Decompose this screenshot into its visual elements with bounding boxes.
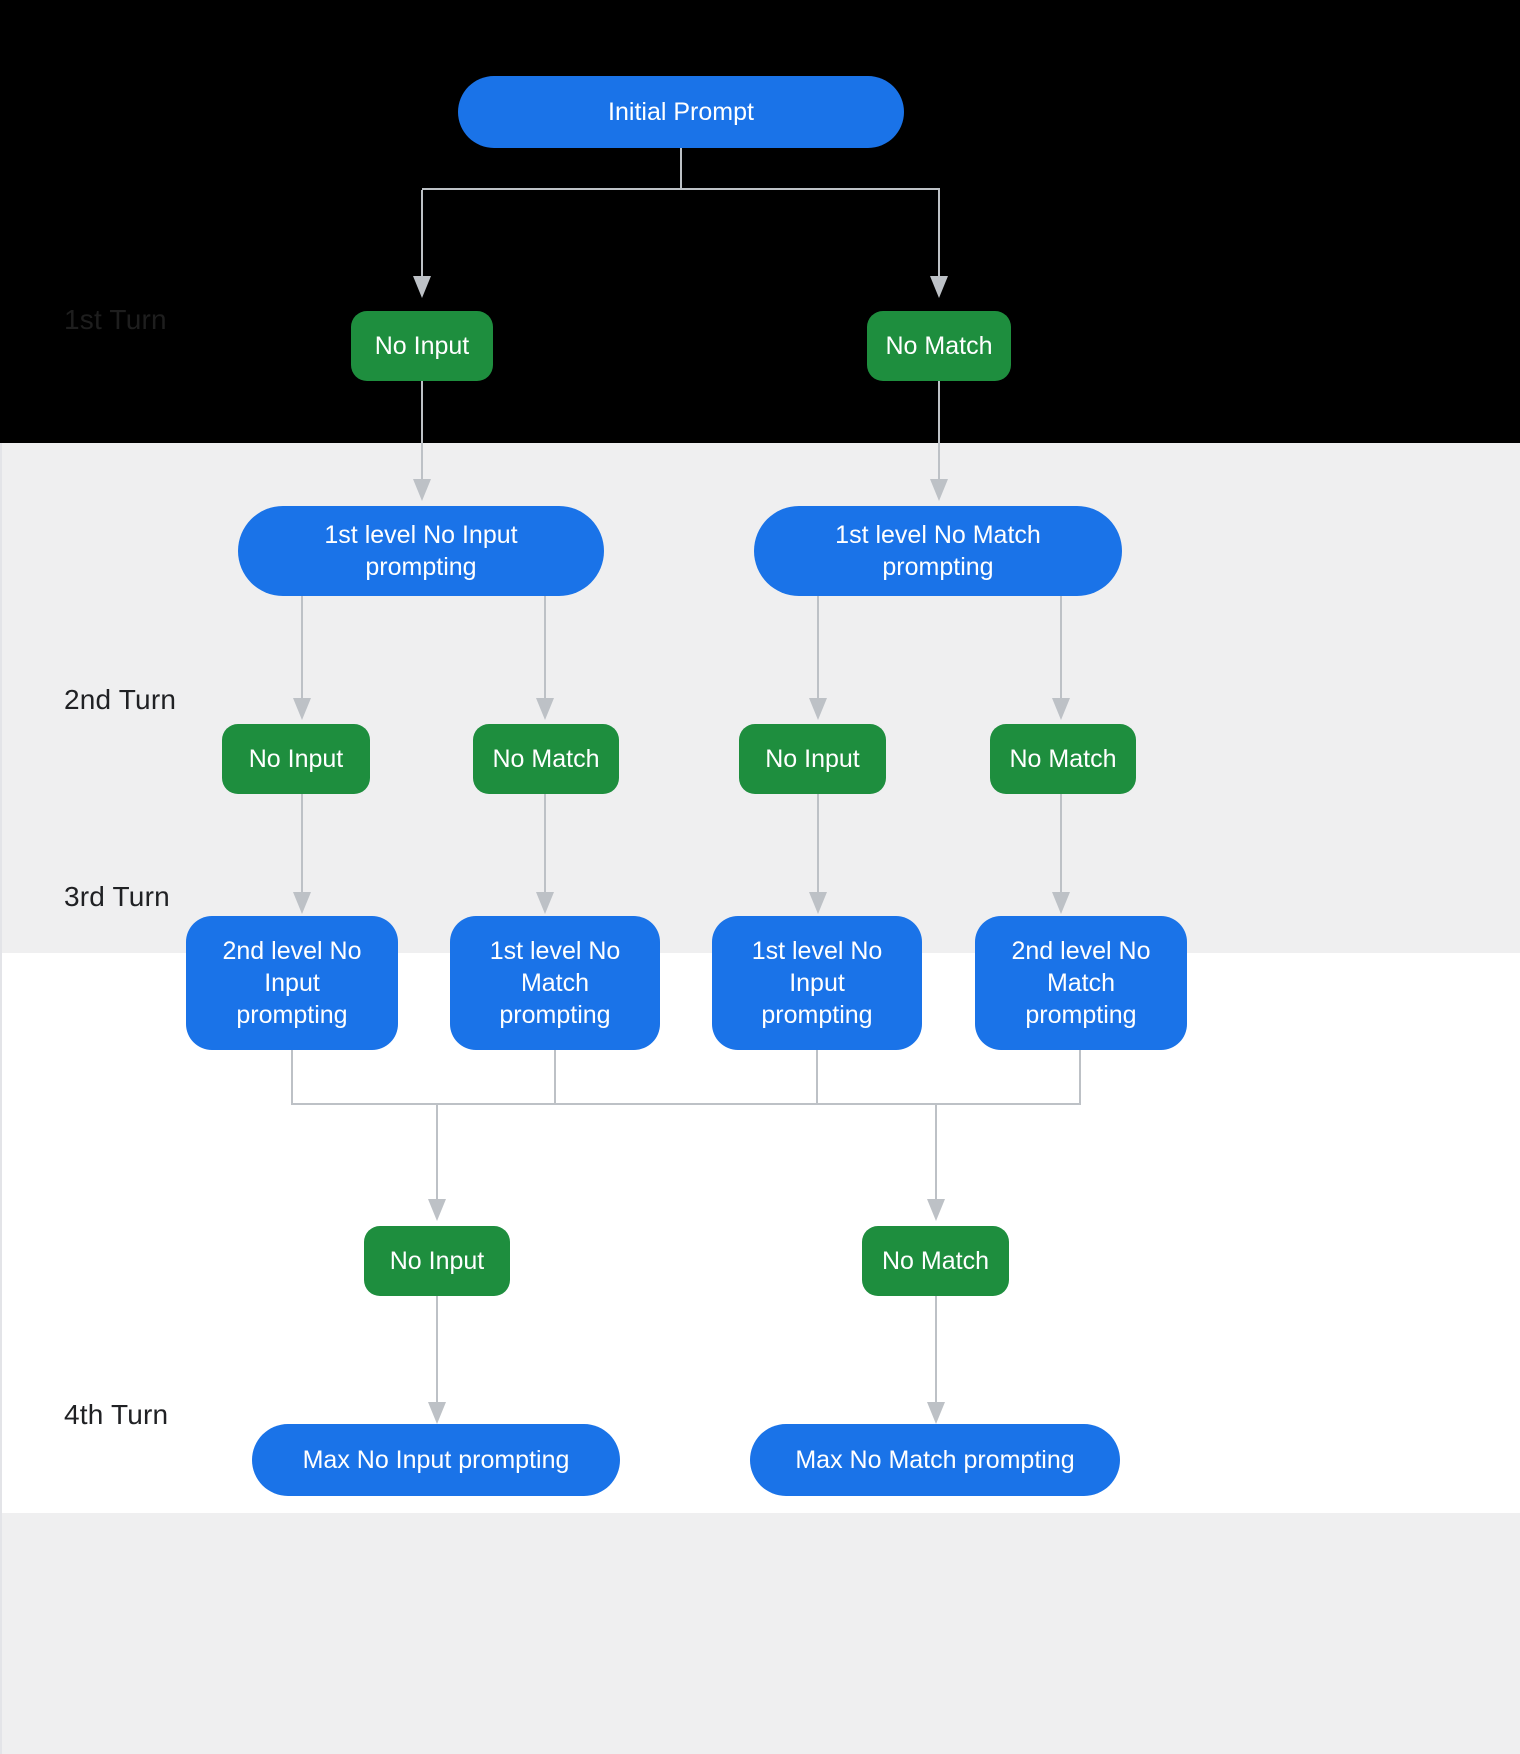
arrowhead-icon [930, 276, 948, 298]
edge-t3p1-stem [291, 1050, 293, 1105]
edge-t1ni-to-prompt [421, 381, 423, 481]
turn-label-1st: 1st Turn [64, 304, 167, 335]
arrowhead-icon [1052, 892, 1070, 914]
edge-root-to-no-match [938, 190, 940, 278]
edge-t3p3-stem [816, 1050, 818, 1105]
arrowhead-icon [1052, 698, 1070, 720]
arrowhead-icon [413, 276, 431, 298]
arrowhead-icon [927, 1402, 945, 1424]
node-1st-level-no-match-prompting[interactable]: 1st level No Match prompting [754, 506, 1122, 596]
edge-merge-no-match [554, 1103, 1081, 1105]
arrowhead-icon [809, 698, 827, 720]
node-1st-level-no-input-prompting[interactable]: 1st level No Input prompting [238, 506, 604, 596]
turn-band-4 [0, 1513, 1520, 1754]
edge-t2nm-to-no-input [817, 596, 819, 700]
edge-to-t3-no-input [436, 1103, 438, 1201]
turn-label-3rd: 3rd Turn [64, 881, 170, 912]
arrowhead-icon [428, 1402, 446, 1424]
node-1st-level-no-match-prompting-t3[interactable]: 1st level No Match prompting [450, 916, 660, 1050]
node-initial-prompt[interactable]: Initial Prompt [458, 76, 904, 148]
arrowhead-icon [930, 479, 948, 501]
arrowhead-icon [536, 892, 554, 914]
edge-t2nmb-to-prompt [1060, 794, 1062, 894]
node-t1-no-match[interactable]: No Match [867, 311, 1011, 381]
edge-t2ni-to-no-match [544, 596, 546, 700]
node-t2-no-input-b[interactable]: No Input [739, 724, 886, 794]
edge-t2nma-to-prompt [544, 794, 546, 894]
arrowhead-icon [293, 892, 311, 914]
edge-root-to-no-input [421, 190, 423, 278]
node-t2-no-match-b[interactable]: No Match [990, 724, 1136, 794]
node-t2-no-match-a[interactable]: No Match [473, 724, 619, 794]
arrowhead-icon [927, 1199, 945, 1221]
band-left-edge [0, 443, 2, 953]
arrowhead-icon [809, 892, 827, 914]
edge-t2ni-to-no-input [301, 596, 303, 700]
arrowhead-icon [293, 698, 311, 720]
node-t3-no-match[interactable]: No Match [862, 1226, 1009, 1296]
node-max-no-match-prompting[interactable]: Max No Match prompting [750, 1424, 1120, 1496]
edge-t2nia-to-prompt [301, 794, 303, 894]
node-t3-no-input[interactable]: No Input [364, 1226, 510, 1296]
edge-t1nm-to-prompt [938, 381, 940, 481]
node-t1-no-input[interactable]: No Input [351, 311, 493, 381]
node-max-no-input-prompting[interactable]: Max No Input prompting [252, 1424, 620, 1496]
edge-root-stem [680, 148, 682, 190]
turn-label-4th: 4th Turn [64, 1399, 169, 1430]
band-left-edge [0, 953, 2, 1513]
node-1st-level-no-input-prompting-t3[interactable]: 1st level No Input prompting [712, 916, 922, 1050]
arrowhead-icon [536, 698, 554, 720]
arrowhead-icon [413, 479, 431, 501]
edge-t3nm-to-max [935, 1296, 937, 1404]
band-left-edge [0, 1513, 2, 1754]
arrowhead-icon [428, 1199, 446, 1221]
node-2nd-level-no-input-prompting[interactable]: 2nd level No Input prompting [186, 916, 398, 1050]
edge-to-t3-no-match [935, 1103, 937, 1201]
turn-band-2 [0, 443, 1520, 953]
edge-t2nib-to-prompt [817, 794, 819, 894]
turn-band-1 [0, 0, 1520, 443]
turn-label-2nd: 2nd Turn [64, 684, 177, 715]
edge-t2nm-to-no-match [1060, 596, 1062, 700]
node-t2-no-input-a[interactable]: No Input [222, 724, 370, 794]
edge-t3ni-to-max [436, 1296, 438, 1404]
node-2nd-level-no-match-prompting[interactable]: 2nd level No Match prompting [975, 916, 1187, 1050]
edge-t3p4-stem [1079, 1050, 1081, 1105]
edge-t3p2-stem [554, 1050, 556, 1105]
band-left-edge [0, 0, 2, 443]
edge-root-split [422, 188, 940, 190]
